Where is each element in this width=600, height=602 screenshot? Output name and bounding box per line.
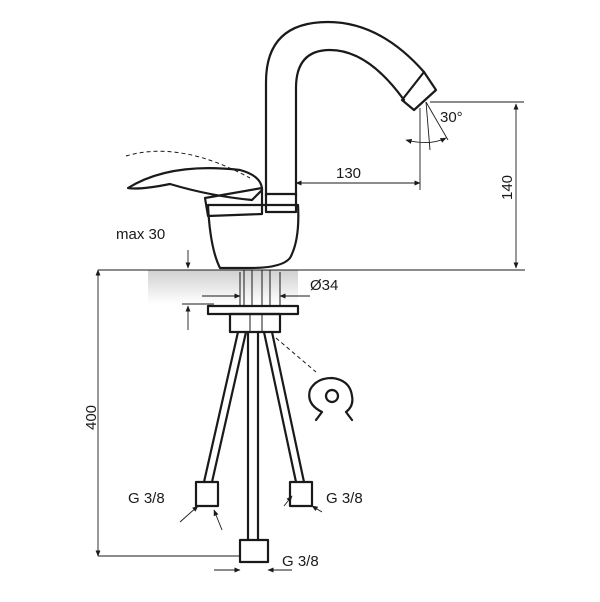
deck-section [148, 270, 298, 304]
hose-center [246, 330, 260, 542]
hose-left [202, 330, 248, 484]
mixer-collar [203, 186, 264, 218]
height-label: 140 [499, 175, 516, 200]
mounting-assembly [206, 270, 300, 334]
fixing-washer [206, 304, 300, 316]
thread-label-center: G 3/8 [282, 553, 319, 570]
reach-label: 130 [336, 165, 361, 182]
hole-diameter-label: Ø34 [310, 277, 338, 294]
hose-right [262, 330, 306, 484]
spout-aerator [400, 70, 438, 112]
supply-hoses [194, 330, 314, 564]
thread-callouts: G 3/8 G 3/8 G 3/8 [128, 490, 363, 573]
hose-length-dimension: 400 [83, 269, 240, 557]
spout-tube-inner [294, 48, 406, 198]
retaining-clip-detail [275, 337, 354, 422]
horseshoe-clip [308, 376, 354, 422]
deck-thickness-dimension: max 30 [116, 226, 214, 330]
swivel-angle-label: 30° [440, 109, 463, 126]
hose-center-fitting [238, 538, 270, 564]
height-dimension: 140 [430, 101, 524, 269]
faucet-body [125, 20, 438, 270]
swivel-angle-indicator: 30° [405, 101, 463, 151]
lever-raised-position [125, 150, 251, 179]
lever-handle [126, 167, 264, 202]
thread-label-right: G 3/8 [326, 490, 363, 507]
deck-surface [98, 269, 525, 304]
max-thickness-label: max 30 [116, 226, 165, 243]
spout-tube [264, 20, 426, 198]
spout-swivel-ring [264, 192, 298, 214]
thread-label-left: G 3/8 [128, 490, 165, 507]
faucet-base [206, 203, 300, 270]
hose-length-label: 400 [83, 405, 100, 430]
hose-left-fitting [194, 480, 220, 508]
fixing-nut [228, 312, 282, 334]
hose-right-fitting [288, 480, 314, 508]
reach-dimension: 130 [295, 108, 421, 190]
hole-diameter-dimension: Ø34 [202, 272, 338, 306]
